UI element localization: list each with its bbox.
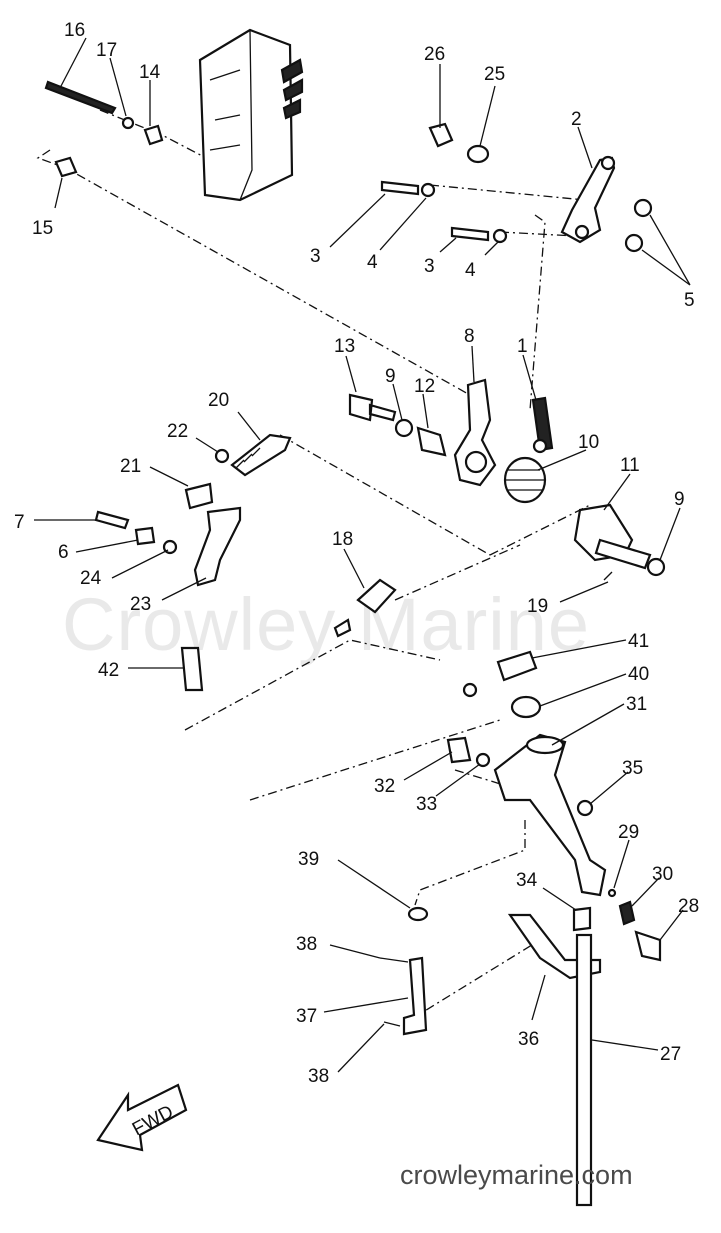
alignment-lines: [36, 109, 591, 1021]
part-35-washer: [576, 799, 594, 817]
part-41-joint: [462, 650, 538, 698]
part-26-bolt: [428, 122, 454, 148]
footer-url[interactable]: crowleymarine.com: [400, 1160, 633, 1190]
part-33-nut: [475, 752, 491, 768]
label-22: 22: [167, 421, 188, 442]
label-30: 30: [652, 864, 673, 885]
label-18: 18: [332, 529, 353, 550]
part-40-bushing: [510, 695, 542, 719]
part-21-collar: [184, 482, 214, 510]
part-25-cap: [466, 144, 490, 164]
label-34: 34: [516, 870, 538, 891]
part-39-cap: [407, 906, 429, 922]
part-16-pin: [44, 80, 117, 115]
part-3-bolt-a: [380, 180, 420, 196]
watermark-text: Crowley Marine: [62, 583, 590, 666]
label-24: 24: [80, 568, 102, 589]
part-9-washer-b: [646, 557, 666, 577]
part-12-sleeve: [416, 426, 447, 457]
label-25: 25: [484, 64, 505, 85]
label-23: 23: [130, 594, 151, 615]
part-7-screw: [94, 510, 130, 530]
label-15: 15: [32, 218, 53, 239]
part-31-lever: [493, 733, 607, 897]
label-9-a: 9: [385, 366, 396, 387]
part-15-collar: [54, 156, 78, 178]
part-20-rod: [230, 433, 292, 477]
part-29-ball: [607, 888, 617, 898]
label-39: 39: [298, 849, 319, 870]
part-5-bushings: [624, 198, 653, 253]
label-13: 13: [334, 336, 355, 357]
part-17-washer: [121, 116, 135, 130]
label-19: 19: [527, 596, 548, 617]
label-40: 40: [628, 664, 649, 685]
label-8: 8: [464, 326, 475, 347]
part-34-bush: [572, 906, 592, 932]
part-38-pins: [379, 957, 409, 1027]
label-3-a: 3: [310, 246, 321, 267]
label-38-a: 38: [296, 934, 317, 955]
label-29: 29: [618, 822, 639, 843]
label-27: 27: [660, 1044, 681, 1065]
part-18-cable-end: [333, 578, 397, 638]
label-31: 31: [626, 694, 647, 715]
part-2-lever: [560, 155, 616, 244]
part-6-washer: [134, 526, 156, 546]
label-4-b: 4: [465, 260, 476, 281]
label-33: 33: [416, 794, 437, 815]
label-32: 32: [374, 776, 395, 797]
label-3-b: 3: [424, 256, 435, 277]
label-41: 41: [628, 631, 649, 652]
label-16: 16: [64, 20, 85, 41]
label-6: 6: [58, 542, 69, 563]
part-10-spring: [503, 456, 547, 504]
label-14: 14: [139, 62, 161, 83]
label-26: 26: [424, 44, 445, 65]
label-2: 2: [571, 109, 582, 130]
fwd-arrow: FWD: [96, 1083, 188, 1152]
label-5: 5: [684, 290, 695, 311]
part-number-labels: 16 17 14 15 26 25 2 3 4 3 4 5 1 8 13 9 1…: [14, 20, 699, 1087]
part-32-bolt: [446, 736, 472, 764]
part-28-plug: [634, 930, 662, 962]
label-4-a: 4: [367, 252, 378, 273]
leader-lines: [34, 37, 691, 1073]
label-28: 28: [678, 896, 699, 917]
part-27-shaft: [575, 933, 593, 1207]
part-30-spring: [618, 900, 636, 926]
label-20: 20: [208, 390, 229, 411]
part-9-washer-a: [394, 418, 414, 438]
label-37: 37: [296, 1006, 317, 1027]
housing-bracket: [198, 28, 304, 202]
part-4-nut-b: [492, 228, 508, 244]
part-14-clip: [143, 124, 164, 146]
part-1-link: [531, 396, 554, 454]
part-13-bolt: [348, 393, 397, 422]
label-7: 7: [14, 512, 25, 533]
label-12: 12: [414, 376, 435, 397]
part-8-cam-lever: [453, 378, 497, 487]
label-1: 1: [517, 336, 528, 357]
label-21: 21: [120, 456, 141, 477]
label-10: 10: [578, 432, 599, 453]
label-17: 17: [96, 40, 117, 61]
label-9-b: 9: [674, 489, 685, 510]
part-3-bolt-b: [450, 226, 490, 242]
label-35: 35: [622, 758, 643, 779]
part-22-nut: [214, 448, 230, 464]
part-23-bracket: [193, 506, 242, 587]
part-37-link: [402, 956, 428, 1036]
part-4-nut-a: [420, 182, 436, 198]
label-36: 36: [518, 1029, 539, 1050]
label-38-b: 38: [308, 1066, 329, 1087]
label-11: 11: [620, 455, 640, 476]
label-42: 42: [98, 660, 119, 681]
part-42-clip: [180, 646, 204, 692]
part-19-pin: [603, 571, 613, 581]
part-11-cam: [573, 503, 652, 570]
